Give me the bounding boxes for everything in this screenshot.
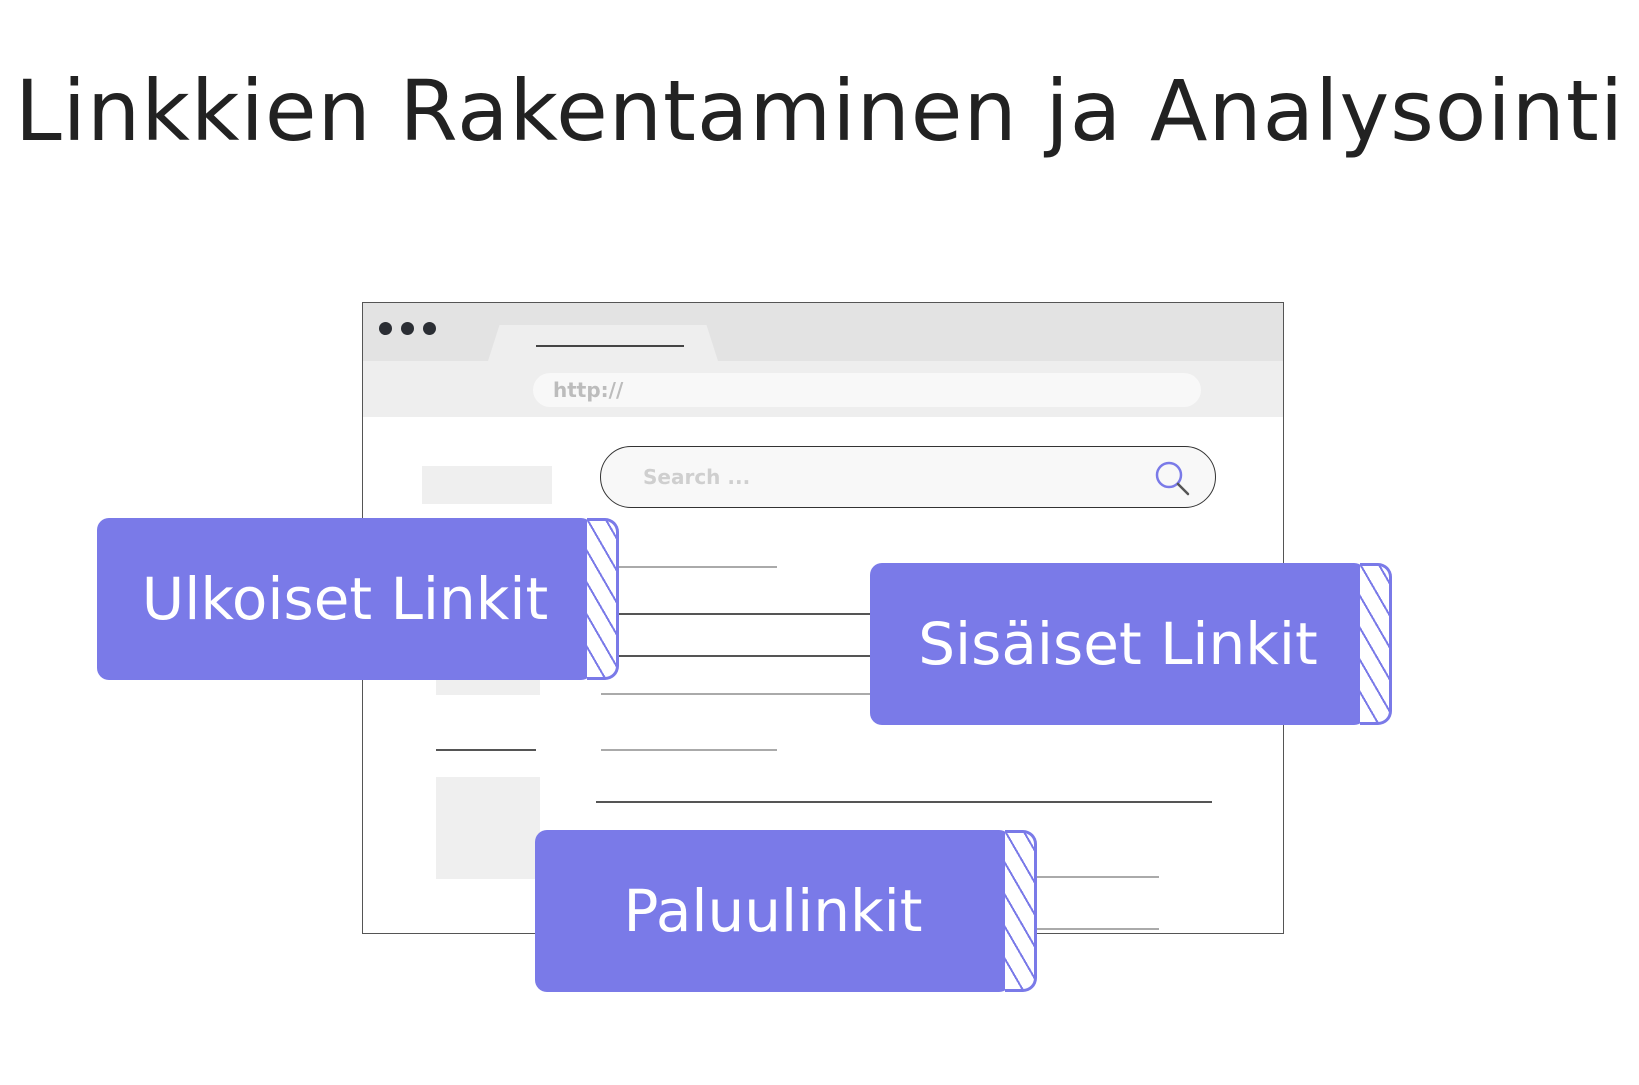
window-dot-icon: [401, 322, 414, 335]
button-label: Paluulinkit: [623, 877, 923, 945]
button-edge: [1360, 563, 1392, 725]
button-edge: [1005, 830, 1037, 992]
browser-tab[interactable]: [488, 325, 718, 361]
button-label: Sisäiset Linkit: [918, 610, 1318, 678]
window-dot-icon: [379, 322, 392, 335]
url-input[interactable]: http://: [533, 373, 1201, 407]
text-line-placeholder: [596, 801, 1212, 803]
search-placeholder: Search ...: [643, 465, 751, 489]
image-placeholder-block: [436, 777, 540, 879]
backlinks-button[interactable]: Paluulinkit: [535, 830, 1037, 992]
tab-title-placeholder: [536, 345, 684, 347]
content-placeholder-block: [422, 466, 552, 504]
external-links-button[interactable]: Ulkoiset Linkit: [97, 518, 619, 680]
text-line-placeholder: [601, 566, 777, 568]
text-line-placeholder: [963, 928, 1159, 930]
text-line-placeholder: [963, 876, 1159, 878]
window-dot-icon: [423, 322, 436, 335]
text-line-placeholder: [601, 749, 777, 751]
page-title: Linkkien Rakentaminen ja Analysointi: [14, 62, 1625, 160]
button-label: Ulkoiset Linkit: [141, 565, 549, 633]
search-input[interactable]: Search ...: [600, 446, 1216, 508]
button-edge: [587, 518, 619, 680]
text-line-placeholder: [436, 749, 536, 751]
search-icon[interactable]: [1153, 459, 1193, 499]
internal-links-button[interactable]: Sisäiset Linkit: [870, 563, 1392, 725]
